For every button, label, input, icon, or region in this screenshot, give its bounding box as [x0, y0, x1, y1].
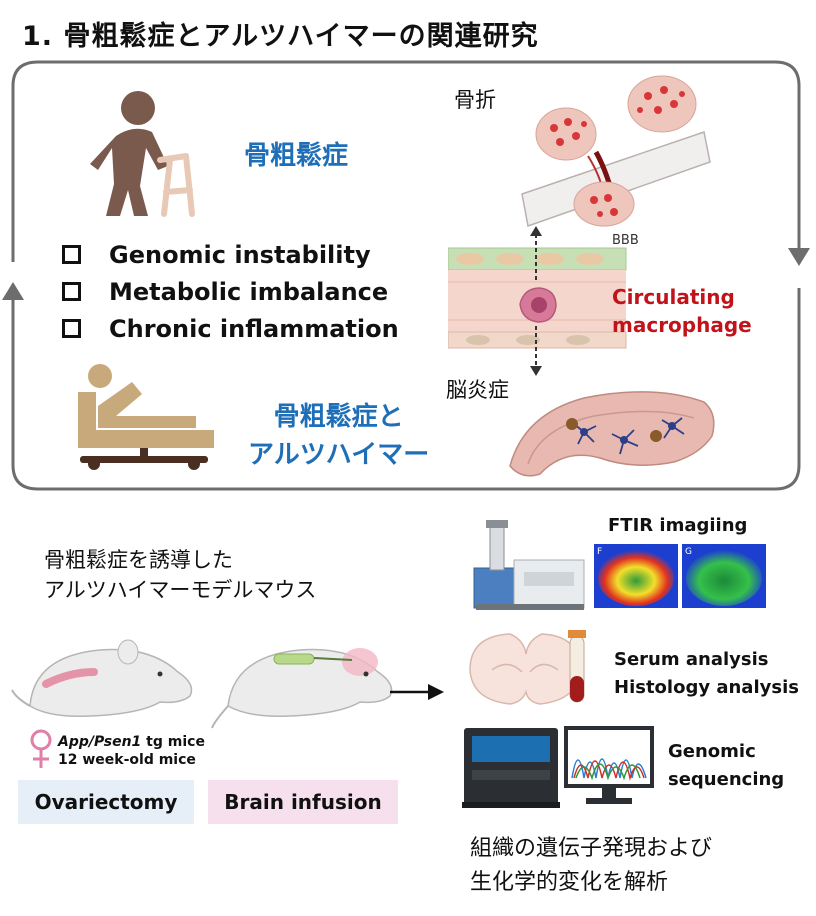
checkbox-icon	[62, 282, 81, 301]
histology-analysis-label: Histology analysis	[614, 677, 799, 698]
encephalitis-label: 脳炎症	[446, 378, 509, 402]
circulating-line2: macrophage	[612, 313, 752, 337]
osteoporosis-label: 骨粗鬆症	[244, 141, 349, 171]
brain-section-and-blood-tube	[469, 630, 586, 705]
mouse-info: App/Psen1 tg mice 12 week-old mice	[58, 733, 205, 769]
serum-histology-labels: Serum analysis Histology analysis	[614, 646, 799, 702]
list-item: Genomic instability	[62, 236, 399, 273]
result-line2: 生化学的変化を解析	[470, 870, 669, 895]
bbb-label: BBB	[612, 233, 639, 248]
model-line2: アルツハイマーモデルマウス	[44, 578, 317, 602]
checkbox-icon	[62, 319, 81, 338]
blood-vessel-illustration	[448, 226, 627, 376]
down-arrow-icon	[788, 248, 810, 266]
ftir-instrument-illustration	[473, 520, 585, 610]
ftir-images: F G	[594, 544, 766, 608]
serum-analysis-label: Serum analysis	[614, 649, 769, 670]
brain-infusion-mouse-illustration	[211, 648, 393, 729]
female-symbol-icon	[30, 729, 52, 768]
bedridden-patient-icon	[78, 364, 214, 470]
sequencing-line2: sequencing	[668, 769, 785, 790]
bone-fracture-illustration	[521, 75, 711, 227]
list-item: Metabolic imbalance	[62, 273, 399, 310]
circulating-macrophage-label: Circulating macrophage	[612, 283, 752, 339]
cycle-frame	[2, 60, 810, 491]
ftir-panel-g: G	[685, 547, 692, 557]
mouse-strain-suffix: tg mice	[141, 734, 205, 750]
hippocampus-illustration	[509, 391, 715, 477]
down-arrow-icon	[530, 366, 542, 376]
up-arrow-icon	[2, 282, 24, 300]
analysis-result-text: 組織の遺伝子発現および 生化学的変化を解析	[470, 832, 712, 900]
ftir-label: FTIR imagiing	[608, 515, 748, 536]
circulating-line1: Circulating	[612, 285, 735, 309]
model-description: 骨粗鬆症を誘導した アルツハイマーモデルマウス	[44, 545, 316, 605]
mechanism-list: Genomic instability Metabolic imbalance …	[62, 236, 399, 347]
combined-label-line1: 骨粗鬆症と	[273, 402, 404, 432]
right-arrow-icon	[390, 684, 444, 700]
elderly-walker-icon	[90, 91, 195, 217]
list-item: Chronic inflammation	[62, 310, 399, 347]
ovariectomy-mouse-illustration	[11, 639, 193, 718]
mechanism-chronic-inflammation: Chronic inflammation	[109, 314, 399, 343]
up-arrow-icon	[530, 226, 542, 236]
combined-disease-label: 骨粗鬆症と アルツハイマー	[248, 398, 429, 474]
ftir-panel-f: F	[597, 547, 602, 557]
brain-infusion-tag: Brain infusion	[208, 780, 398, 824]
mouse-age: 12 week-old mice	[58, 752, 196, 768]
fracture-label: 骨折	[454, 88, 496, 112]
mechanism-metabolic-imbalance: Metabolic imbalance	[109, 277, 389, 306]
mouse-strain: App/Psen1 tg mice	[58, 733, 205, 751]
combined-label-line2: アルツハイマー	[248, 440, 430, 470]
ovariectomy-tag: Ovariectomy	[18, 780, 194, 824]
genomic-sequencing-label: Genomic sequencing	[668, 738, 784, 794]
mechanism-genomic-instability: Genomic instability	[109, 240, 371, 269]
checkbox-icon	[62, 245, 81, 264]
page-title: 1. 骨粗鬆症とアルツハイマーの関連研究	[22, 21, 539, 52]
model-line1: 骨粗鬆症を誘導した	[44, 548, 233, 572]
sequencing-line1: Genomic	[668, 741, 756, 762]
result-line1: 組織の遺伝子発現および	[470, 836, 713, 861]
sequencer-illustration	[462, 726, 654, 808]
mouse-strain-name: App/Psen1	[58, 734, 142, 750]
